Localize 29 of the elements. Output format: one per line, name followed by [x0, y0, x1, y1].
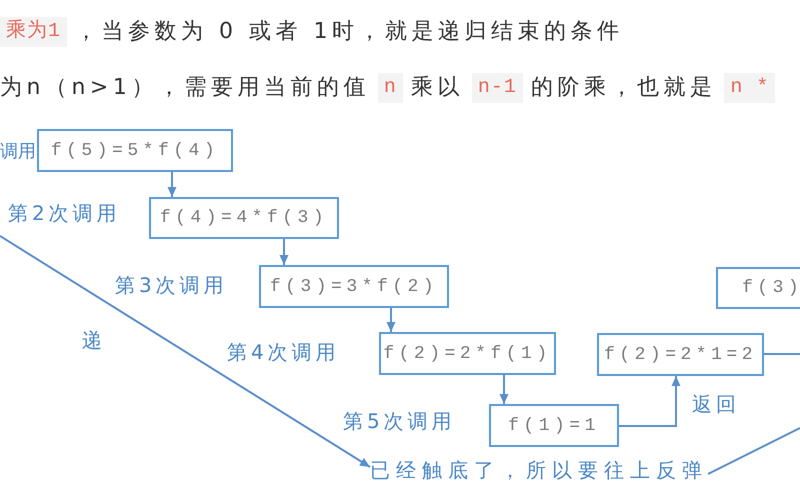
call-label: 第4次调用 — [227, 340, 340, 364]
note-text: 已经触底了，所以要往上反弹 — [370, 457, 708, 483]
body-text: 的阶乘，也就是 — [530, 74, 716, 102]
inline-code: n-1 — [472, 73, 523, 103]
call-label: 第3次调用 — [115, 273, 228, 297]
inline-code: n * — [724, 73, 776, 103]
inline-code: 乘为1 — [0, 17, 68, 47]
arrow — [168, 172, 176, 197]
body-text: 乘以 — [410, 74, 464, 102]
formula-box: f(3) — [716, 267, 800, 309]
formula-box: f(3)=3*f(2) — [259, 265, 449, 308]
body-text: ，当参数为 0 或者 1时，就是递归结束的条件 — [75, 18, 624, 46]
inline-code: n — [378, 73, 403, 103]
formula-box: f(4)=4*f(3) — [149, 197, 339, 239]
call-label: 第5次调用 — [343, 409, 456, 433]
body-text: 为n（n>1），需要用当前的值 — [0, 74, 370, 102]
arrow — [500, 375, 508, 404]
formula-box: f(2)=2*1=2 — [597, 333, 764, 376]
connector-line — [708, 427, 800, 475]
formula-box: f(1)=1 — [489, 404, 619, 447]
arrow — [386, 308, 396, 332]
arrow — [280, 239, 288, 265]
formula-box: f(5)=5*f(4) — [37, 129, 233, 172]
arrow — [0, 235, 371, 468]
connector-line — [764, 353, 800, 355]
formula-box: f(2)=2*f(1) — [379, 332, 556, 375]
call-label: 第2次调用 — [8, 201, 121, 225]
arrow — [619, 376, 680, 427]
call-label: 调用 — [0, 140, 36, 164]
